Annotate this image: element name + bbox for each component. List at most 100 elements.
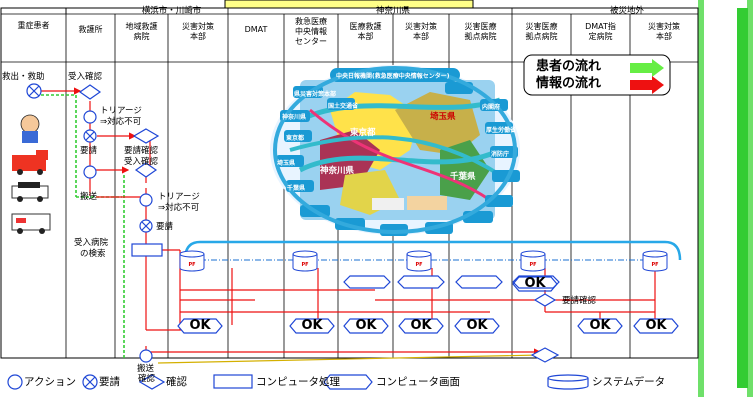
col-regional-hospital-2: 病院: [133, 32, 150, 41]
ok-label-4: OK: [466, 318, 488, 333]
step-triage-2b: ⇒対応不可: [158, 203, 200, 213]
ok-label-5: OK: [524, 276, 546, 291]
pf-label-4: PF: [651, 262, 659, 268]
pref-tokyo: 東京都: [350, 128, 376, 138]
right-panel-bar: [737, 8, 748, 388]
computer-screens: [343, 275, 560, 289]
network-node-8: 千葉県: [287, 185, 306, 192]
step-accept-confirm-1: 受入確認: [68, 72, 103, 82]
info-flow-arrow: [630, 76, 664, 94]
step-hospital-search-2: の検索: [80, 249, 106, 259]
pf-cylinders: [179, 250, 668, 272]
step-accept-confirm-2: 受入確認: [124, 157, 159, 167]
step-request-confirm-1: 要請確認: [124, 146, 159, 156]
group-kanagawa: 神奈川県: [375, 6, 410, 16]
network-node-2: 内閣府: [482, 104, 501, 111]
col-regional-hospital-1: 地域救護: [125, 22, 158, 31]
col-emergency-center-3: センター: [295, 37, 327, 46]
hospital-search-process: [131, 243, 163, 257]
pf-label-3: PF: [529, 262, 537, 268]
col-dmat-designated-1: DMAT指: [585, 22, 616, 31]
legend-system-data: システムデータ: [592, 376, 666, 388]
step-rescue: 救出・救助: [2, 72, 45, 82]
pf-label-0: PF: [188, 262, 196, 268]
group-yokohama: 横浜市・川崎市: [141, 6, 202, 16]
legend-computer-processing: コンピュータ処理: [256, 376, 340, 388]
pref-saitama: 埼玉県: [430, 112, 456, 122]
step-triage-1b: ⇒対応不可: [100, 117, 142, 127]
col-dmat: DMAT: [244, 25, 268, 34]
col-emergency-center-2: 中央情報: [295, 27, 327, 36]
patient-flow-label: 患者の流れ: [536, 59, 602, 74]
col-patient: 重症患者: [17, 21, 50, 30]
ok-screens: [177, 276, 679, 334]
network-diagram: [270, 65, 520, 236]
ok-label-3: OK: [410, 318, 432, 333]
triage-action-2: [139, 193, 153, 207]
network-hub-title: 中央日報機関(救急医療中央情報センター): [336, 73, 450, 80]
network-node-0: 県災害対策本部: [294, 91, 337, 98]
network-node-5: 神奈川県: [282, 114, 307, 121]
confirm-diamond-bottom: [530, 347, 560, 363]
triage-action-1: [83, 110, 97, 124]
info-flow-label: 情報の流れ: [536, 76, 602, 91]
col-medical-rescue-2: 本部: [357, 32, 374, 41]
patient-illustrations: [11, 114, 51, 234]
ok-label-1: OK: [301, 318, 323, 333]
accept-confirm-diamond-1: [78, 84, 102, 100]
request-confirm-diamond-1: [132, 128, 160, 144]
col-disaster-hq-a-2: 本部: [190, 32, 206, 41]
legend-request: 要請: [99, 376, 120, 388]
step-request-confirm-2: 要請確認: [562, 296, 597, 306]
step-triage-1a: トリアージ: [100, 106, 142, 116]
accept-confirm-diamond-2: [134, 162, 158, 178]
step-request-2: 要請: [156, 222, 174, 232]
ok-label-2: OK: [355, 318, 377, 333]
ok-label-6: OK: [589, 318, 611, 333]
network-node-4: 消防庁: [491, 151, 510, 158]
rescue-x2: [28, 85, 40, 97]
col-disaster-hq-c-1: 災害対策: [648, 22, 680, 31]
legend-confirm: 確認: [166, 376, 187, 388]
ok-label-0: OK: [189, 318, 211, 333]
legend-symbols: [7, 374, 589, 390]
step-confirm: 確認: [138, 374, 156, 384]
transport-action-2: [139, 349, 153, 363]
system-bus: [183, 240, 682, 261]
patient-flow-lines: [41, 94, 125, 360]
col-disaster-hq-b-2: 本部: [413, 32, 429, 41]
network-node-6: 東京都: [286, 135, 305, 142]
pf-label-2: PF: [415, 262, 423, 268]
col-ext-base-hospital-2: 拠点病院: [525, 32, 558, 41]
network-node-1: 国土交通省: [328, 103, 359, 110]
step-triage-2a: トリアージ: [158, 192, 200, 202]
legend-computer-screen: コンピュータ画面: [376, 376, 460, 388]
col-dmat-designated-2: 定病院: [588, 32, 613, 41]
col-rescue: 救護所: [78, 25, 103, 34]
col-base-hospital-1: 災害医療: [464, 22, 497, 31]
col-medical-rescue-1: 医療救護: [349, 22, 382, 31]
group-disaster: 被災地外: [609, 6, 644, 16]
col-emergency-center-1: 救急医療: [295, 17, 327, 26]
request-confirm-diamond-2: [533, 293, 557, 307]
col-ext-base-hospital-1: 災害医療: [525, 22, 558, 31]
col-disaster-hq-a-1: 災害対策: [182, 22, 214, 31]
col-disaster-hq-c-2: 本部: [656, 32, 672, 41]
injured-person-icon: [20, 114, 40, 134]
pf-label-1: PF: [301, 262, 309, 268]
step-request-1: 要請: [80, 146, 98, 156]
pref-chiba: 千葉県: [450, 172, 476, 182]
ok-label-7: OK: [645, 318, 667, 333]
step-transport-1: 搬送: [80, 192, 98, 202]
title-box: [224, 0, 474, 9]
legend-action: アクション: [24, 376, 76, 388]
transport-action-1: [83, 165, 97, 179]
network-node-3: 厚生労働省: [486, 127, 517, 134]
step-hospital-search-1: 受入病院: [74, 238, 109, 248]
pref-kanagawa: 神奈川県: [320, 166, 355, 176]
patient-flow-arrow: [630, 59, 664, 77]
col-base-hospital-2: 拠点病院: [464, 32, 497, 41]
col-disaster-hq-b-1: 災害対策: [405, 22, 437, 31]
network-node-7: 埼玉県: [277, 160, 296, 167]
